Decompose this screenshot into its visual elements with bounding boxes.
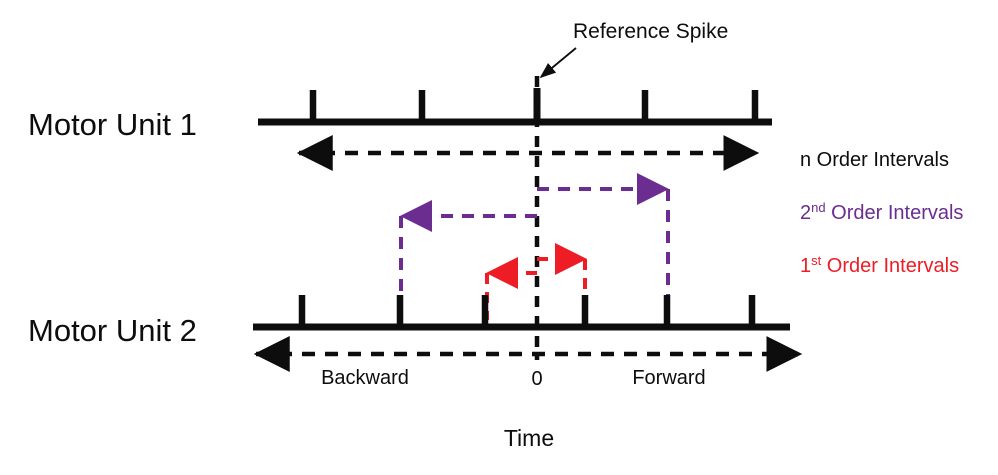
axis-label-forward: Forward bbox=[632, 367, 705, 389]
legend-n-order-label: n Order Intervals bbox=[800, 149, 949, 171]
legend-second-order-suffix: Order Intervals bbox=[826, 202, 964, 224]
legend-second-order-prefix: 2 bbox=[800, 202, 811, 224]
motor-unit-2-label: Motor Unit 2 bbox=[28, 313, 197, 348]
motor-unit-1-train bbox=[258, 88, 772, 126]
legend-first-order-label: 1st Order Intervals bbox=[800, 253, 959, 277]
axis-label-zero: 0 bbox=[531, 368, 542, 390]
legend-second-order-label: 2nd Order Intervals bbox=[800, 200, 963, 224]
legend-first-order-prefix: 1 bbox=[800, 255, 811, 277]
motor-unit-2-train bbox=[253, 295, 790, 331]
legend-first-order-suffix: Order Intervals bbox=[821, 255, 959, 277]
reference-spike-label: Reference Spike bbox=[573, 20, 728, 43]
first-order-interval-backward bbox=[485, 257, 537, 320]
first-order-interval-forward bbox=[537, 243, 587, 320]
second-order-interval-forward bbox=[537, 173, 670, 320]
legend-first-order-superscript: st bbox=[811, 253, 822, 268]
second-order-interval-backward bbox=[399, 200, 537, 320]
axis-label-backward: Backward bbox=[321, 367, 409, 389]
motor-unit-1-label: Motor Unit 1 bbox=[28, 107, 197, 142]
legend-second-order-superscript: nd bbox=[811, 200, 825, 215]
time-axis-title: Time bbox=[504, 425, 554, 451]
reference-spike-pointer-arrow bbox=[539, 47, 577, 79]
